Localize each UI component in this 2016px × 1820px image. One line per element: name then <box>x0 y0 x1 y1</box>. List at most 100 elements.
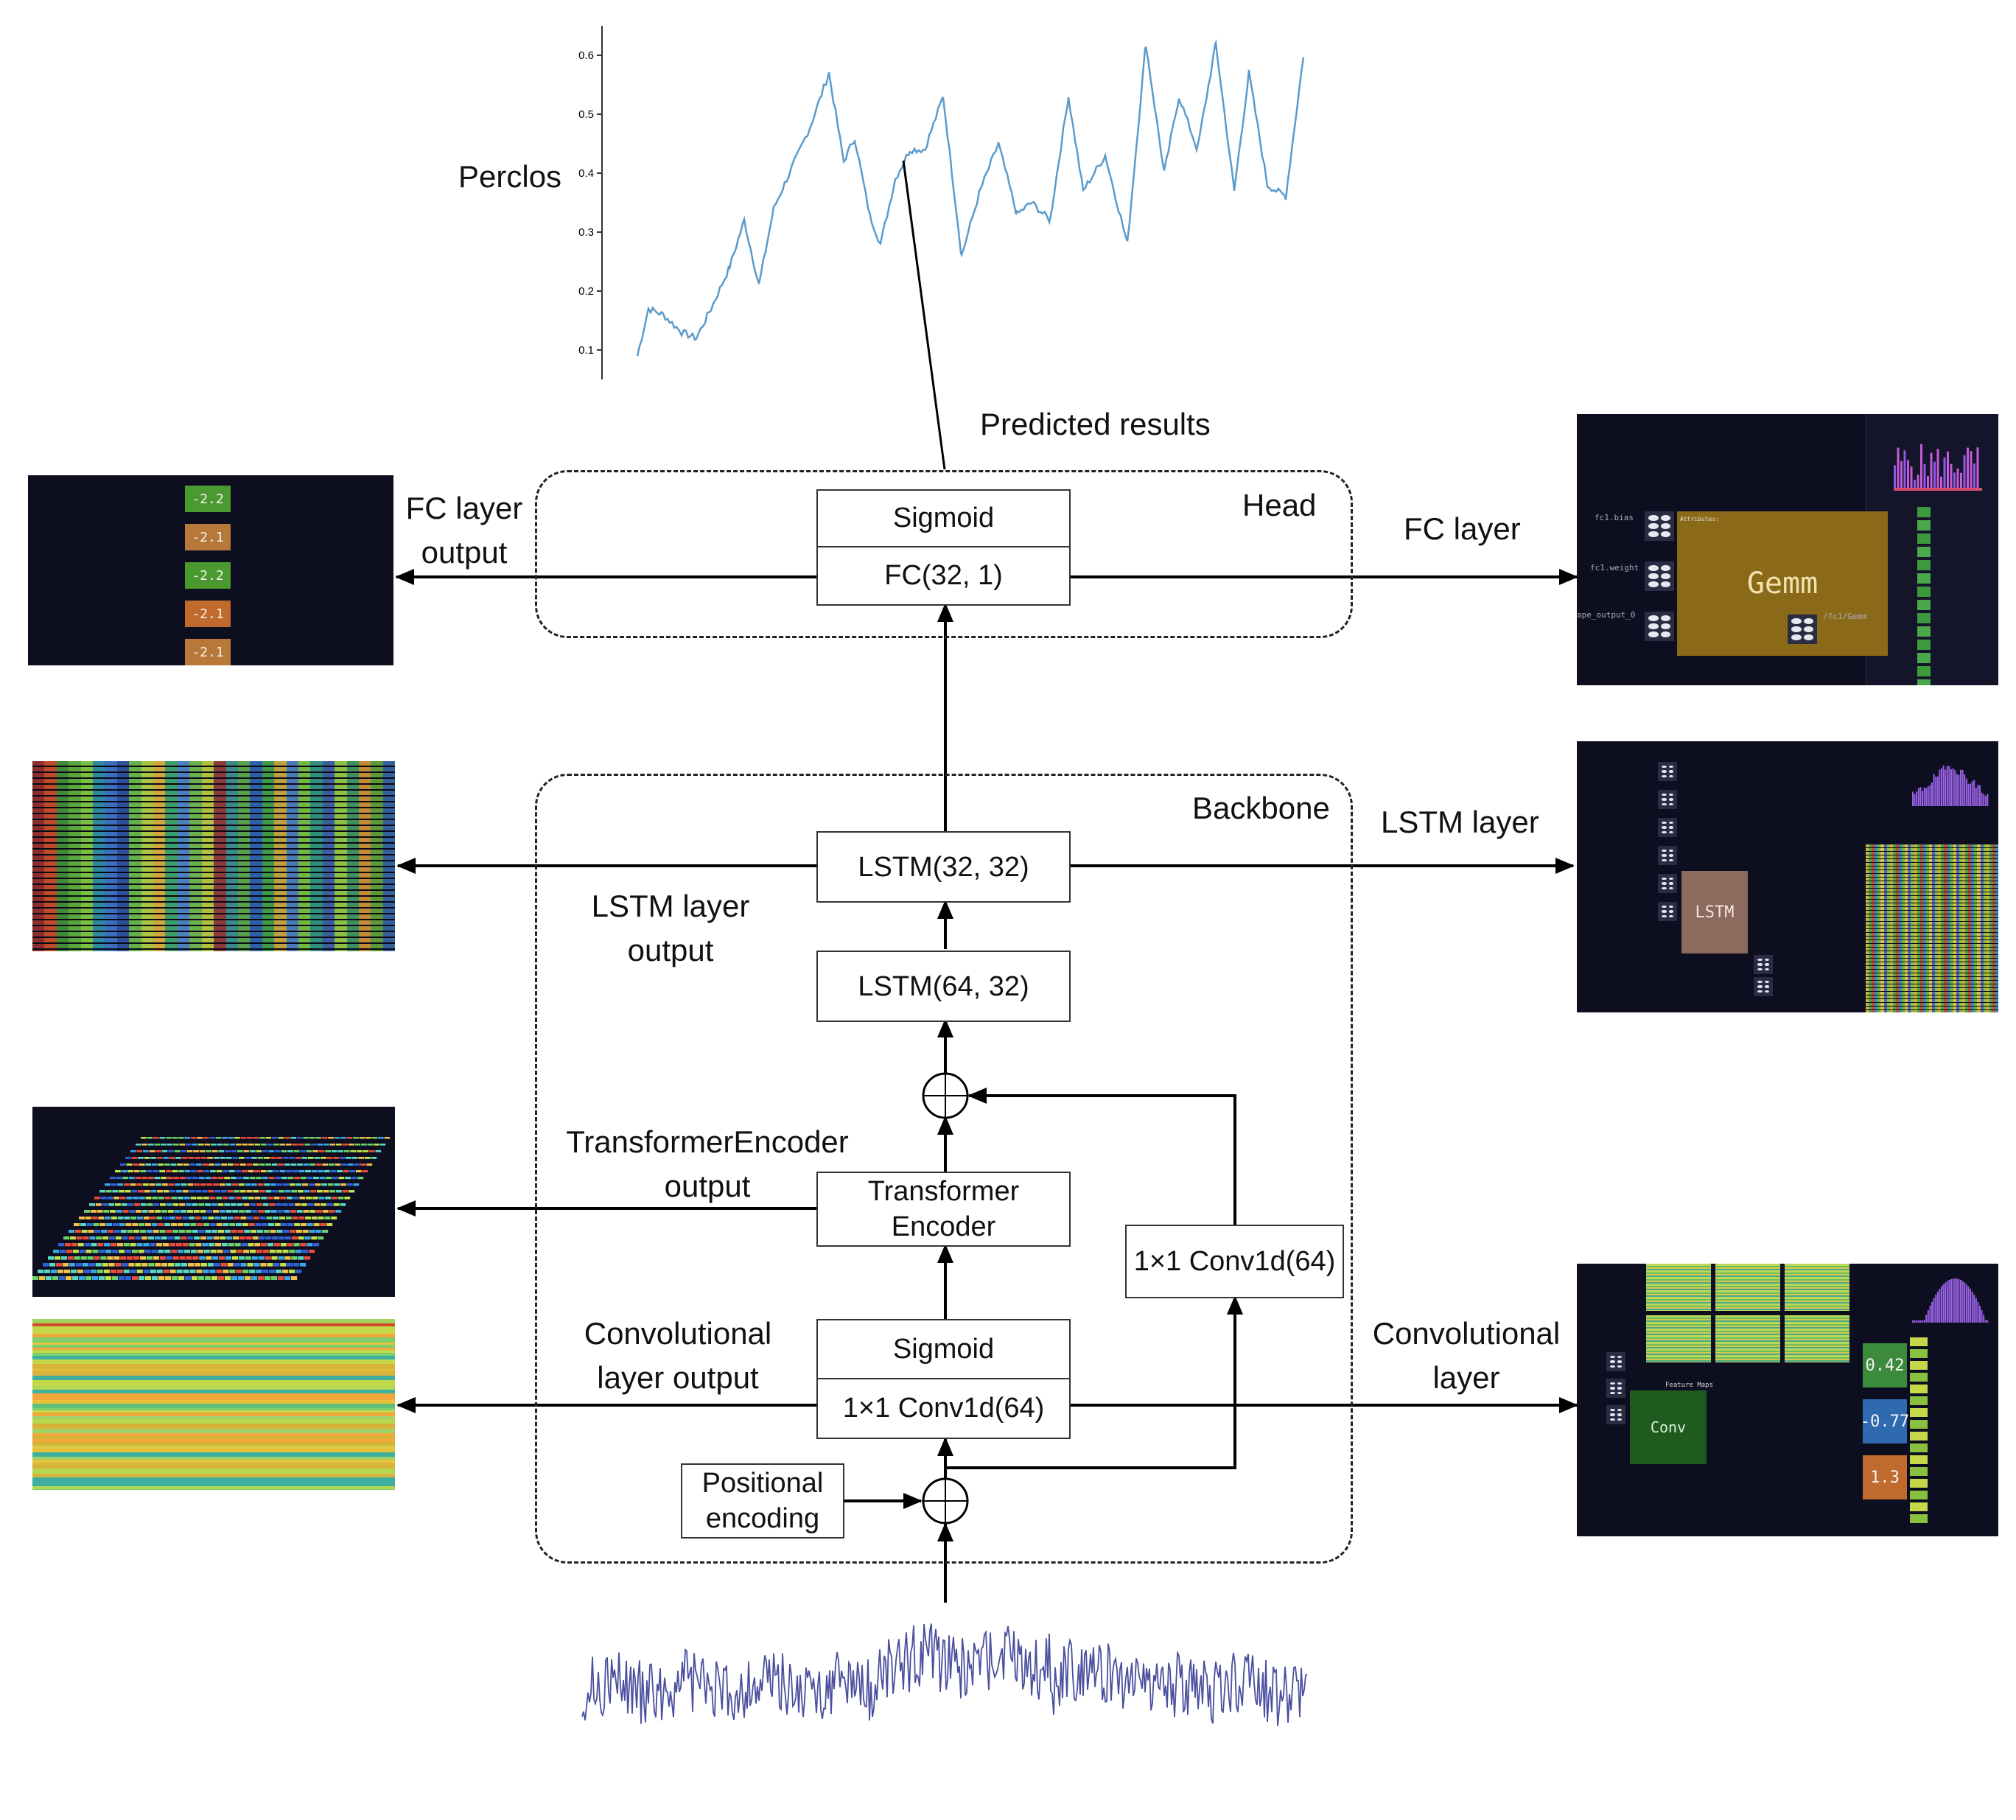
tenc-strip-cell <box>312 1150 318 1152</box>
lstm-grid-column <box>1866 844 1869 1012</box>
tenc-strip-cell <box>155 1210 161 1213</box>
lstm-grid-column <box>1980 844 1984 1012</box>
tenc-strip-cell <box>259 1137 265 1139</box>
tenc-strip-cell <box>278 1256 284 1260</box>
tenc-strip-cell <box>256 1230 263 1233</box>
conv-stripe <box>32 1337 395 1343</box>
tenc-strip-cell <box>256 1203 262 1206</box>
conv-hist-bar <box>1925 1315 1928 1323</box>
tenc-strip-cell <box>248 1170 254 1173</box>
tenc-strip-cell <box>300 1150 306 1152</box>
tenc-strip-cell <box>355 1170 362 1173</box>
tenc-strip-cell <box>276 1230 283 1233</box>
tenc-strip-cell <box>284 1137 290 1139</box>
tenc-strip-cell <box>335 1190 342 1193</box>
tenc-strip-cell <box>243 1150 250 1152</box>
backbone-label: Backbone <box>1192 791 1330 825</box>
gemm-col-cell <box>1917 600 1931 610</box>
conv-side-strip <box>1910 1479 1928 1488</box>
tenc-strip-cell <box>38 1270 44 1273</box>
tenc-strip-cell <box>175 1243 182 1247</box>
tenc-strip-cell <box>50 1270 57 1273</box>
tenc-strip-cell <box>353 1137 359 1139</box>
tenc-strip-cell <box>161 1144 167 1146</box>
tenc-strip-cell <box>148 1210 155 1213</box>
lstm-grid-column <box>1869 844 1872 1012</box>
gemm-col-cell <box>1917 626 1931 637</box>
tenc-strip-cell <box>107 1197 113 1200</box>
tenc-strip-cell <box>171 1250 178 1253</box>
tenc-strip-cell <box>114 1203 121 1206</box>
tenc-strip-cell <box>258 1256 265 1260</box>
tenc-strip-cell <box>80 1256 87 1260</box>
tenc-strip-cell <box>120 1256 127 1260</box>
gemm-output: /fc1/Gemm <box>1823 612 1867 621</box>
tenc-strip-cell <box>328 1163 335 1166</box>
lstm-grid-column <box>1922 844 1926 1012</box>
conv-side-strip <box>1910 1373 1928 1382</box>
lstm-hist-bar <box>1919 787 1922 806</box>
tenc-strip-cell <box>130 1243 136 1247</box>
tenc-strip-cell <box>290 1210 296 1213</box>
gemm-hist-bar <box>1917 475 1919 488</box>
tenc-strip-cell <box>91 1243 97 1247</box>
tenc-strip-cell <box>193 1150 199 1152</box>
conv-hist-bar <box>1981 1310 1983 1323</box>
tenc-strip-cell <box>120 1230 127 1233</box>
tenc-strip-cell <box>135 1263 141 1267</box>
tenc-strip-cell <box>237 1203 243 1206</box>
tenc-strip-cell <box>112 1276 119 1280</box>
tenc-strip-cell <box>221 1163 227 1166</box>
tensor-dot <box>1764 985 1769 988</box>
tensor-dot <box>1662 822 1667 825</box>
lstm-hist-bar <box>1977 784 1979 806</box>
lstm-hist-bar <box>1922 791 1923 806</box>
tenc-strip-cell <box>265 1163 271 1166</box>
tensor-dot <box>1764 963 1769 966</box>
tenc-strip-cell <box>172 1170 178 1173</box>
tenc-strip-cell <box>140 1203 147 1206</box>
tenc-strip-cell <box>88 1230 94 1233</box>
tenc-strip-cell <box>333 1203 340 1206</box>
y-tick-label: 0.5 <box>578 108 594 121</box>
tenc-strip-cell <box>287 1150 293 1152</box>
tenc-strip-cell <box>151 1223 158 1227</box>
tenc-strip-cell <box>374 1144 379 1146</box>
tensor-dot <box>1648 523 1659 529</box>
tenc-strip-cell <box>197 1137 203 1139</box>
tenc-strip-cell <box>275 1150 281 1152</box>
tenc-strip-cell <box>375 1150 382 1152</box>
lstm-hist-bar <box>1954 770 1956 806</box>
lstm-hist-bar <box>1975 788 1977 806</box>
tenc-strip-cell <box>165 1276 172 1280</box>
lstm-grid-column <box>1914 844 1917 1012</box>
tenc-strip-cell <box>63 1270 71 1273</box>
conv-side-strip <box>1910 1361 1928 1370</box>
tenc-strip-cell <box>117 1217 124 1219</box>
tenc-strip-cell <box>245 1236 252 1240</box>
tenc-strip-cell <box>172 1230 179 1233</box>
tenc-strip-cell <box>245 1183 251 1186</box>
tenc-strip-cell <box>223 1250 230 1253</box>
tenc-strip-cell <box>307 1203 314 1206</box>
tenc-strip-cell <box>295 1270 302 1273</box>
tenc-strip-cell <box>191 1170 197 1173</box>
tenc-strip-cell <box>169 1157 175 1159</box>
conv-stripe <box>32 1429 395 1433</box>
tenc-strip-cell <box>138 1190 144 1193</box>
tenc-strip-cell <box>213 1183 219 1186</box>
tensor-dot <box>1662 914 1667 917</box>
tenc-strip-cell <box>72 1276 79 1280</box>
tenc-strip-cell <box>237 1250 243 1253</box>
tenc-strip-cell <box>298 1144 304 1146</box>
tenc-strip-cell <box>52 1276 59 1280</box>
tenc-strip-cell <box>268 1223 274 1227</box>
tenc-strip-cell <box>321 1137 328 1139</box>
tenc-strip-cell <box>251 1276 258 1280</box>
tenc-strip-cell <box>128 1177 135 1180</box>
tenc-strip-cell <box>122 1210 129 1213</box>
conv-stripe <box>32 1447 395 1452</box>
tenc-strip-cell <box>276 1203 281 1206</box>
tenc-strip-cell <box>337 1150 344 1152</box>
tenc-strip-cell <box>85 1217 91 1219</box>
